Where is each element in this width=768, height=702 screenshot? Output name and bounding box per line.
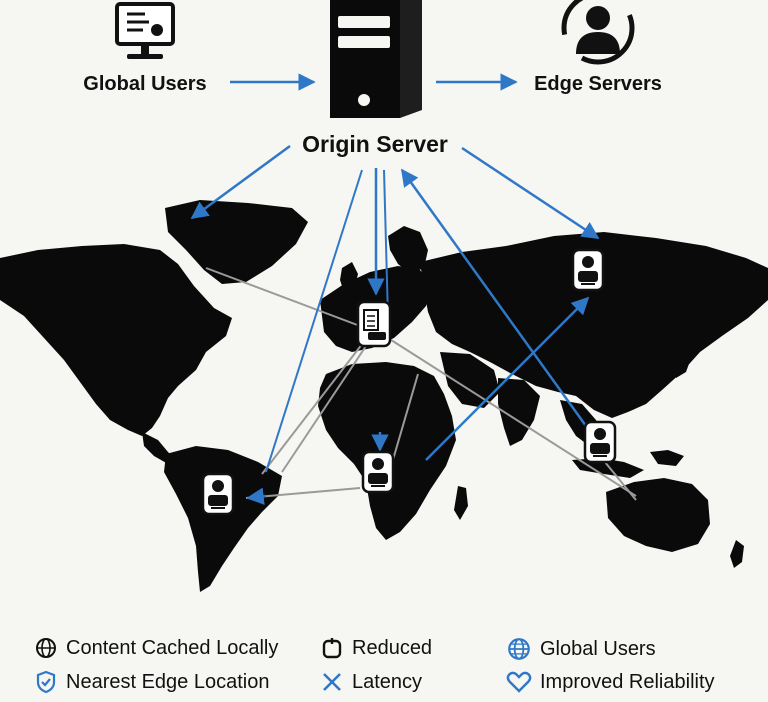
legend-item-content-cached: Content Cached Locally: [34, 636, 278, 660]
world-map: [0, 200, 768, 592]
origin-server-label: Origin Server: [302, 131, 448, 157]
legend-item-latency: Latency: [320, 670, 422, 694]
north-america-shape: [0, 244, 232, 436]
diagram-canvas: Global Users Origin Server Edge Servers: [0, 0, 768, 592]
arrow-seasia-to-origin: [400, 168, 588, 427]
legend-item-improved-reliability: Improved Reliability: [506, 670, 715, 694]
globe-icon: [36, 638, 56, 658]
server-tower-icon: [330, 0, 422, 118]
edge-links: [205, 267, 637, 501]
legend-label: Improved Reliability: [540, 670, 715, 693]
madagascar-shape: [454, 486, 468, 520]
close-x-icon: [323, 673, 341, 691]
legend-label: Latency: [352, 670, 423, 693]
india-shape: [498, 378, 540, 446]
australia-shape: [606, 478, 710, 552]
heart-icon: [506, 671, 532, 693]
legend-item-reduced: Reduced: [320, 636, 432, 660]
japan-shape: [672, 330, 694, 378]
edge-servers-label: Edge Servers: [534, 73, 662, 95]
edge-node-russia: [571, 248, 605, 292]
globe-icon: [508, 638, 530, 660]
south-america-shape: [164, 446, 282, 592]
monitor-icon: [115, 2, 175, 59]
edge-node-africa: [361, 450, 395, 494]
legend-item-nearest-edge: Nearest Edge Location: [34, 670, 269, 694]
timer-icon: [322, 638, 342, 659]
arrow-origin-to-greenland: [190, 144, 291, 220]
legend-label: Global Users: [540, 637, 656, 660]
global-users-label: Global Users: [83, 73, 206, 95]
new-zealand-shape: [730, 540, 744, 568]
edge-node-europe: [356, 300, 392, 348]
greenland-shape: [165, 200, 308, 284]
flow-arrows: [190, 73, 600, 505]
legend-label: Content Cached Locally: [66, 636, 279, 659]
arrow-africa-to-asia: [425, 296, 590, 461]
arrow-origin-to-asia: [461, 146, 600, 240]
arabia-shape: [440, 352, 500, 408]
arrow-to-south-america: [246, 487, 267, 505]
legend-label: Nearest Edge Location: [66, 670, 270, 693]
scandinavia-shape: [388, 226, 428, 274]
legend-item-global-users: Global Users: [506, 636, 656, 662]
legend: Content Cached Locally Nearest Edge Loca…: [30, 632, 750, 696]
shield-icon: [36, 670, 56, 694]
edge-node-southeast-asia: [583, 420, 617, 464]
edge-node-south-america: [201, 472, 235, 516]
legend-label: Reduced: [352, 636, 433, 659]
uk-shape: [340, 262, 358, 292]
user-avatar-icon: [561, 0, 635, 65]
